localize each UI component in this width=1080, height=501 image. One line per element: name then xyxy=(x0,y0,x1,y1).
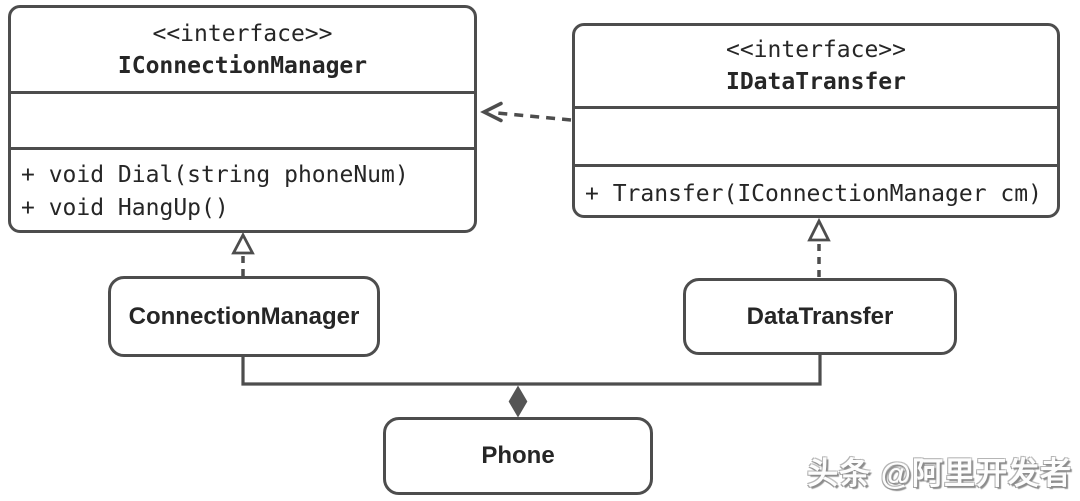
stereotype-label: <<interface>> xyxy=(152,20,333,47)
composition-line xyxy=(241,354,822,386)
class-box-connectionmanager: ConnectionManager xyxy=(108,276,380,357)
method-label: + void Dial(string phoneNum) xyxy=(21,162,409,188)
realization-arrow-datatransfer xyxy=(807,217,831,278)
method-label: + Transfer(IConnectionManager cm) xyxy=(585,181,1042,207)
composition-link xyxy=(241,354,822,418)
class-name: DataTransfer xyxy=(746,302,894,330)
methods-compartment: + void Dial(string phoneNum) + void Hang… xyxy=(11,147,474,230)
method-label: + void HangUp() xyxy=(21,195,229,221)
watermark-text: 头条 @阿里开发者 xyxy=(807,456,1072,491)
dependency-arrow xyxy=(480,101,572,123)
interface-name: IConnectionManager xyxy=(117,52,368,79)
hollow-triangle-icon xyxy=(231,232,255,255)
realization-arrow-connectionmanager xyxy=(231,232,255,276)
interface-box-idatatransfer: <<interface>> IDataTransfer + Transfer(I… xyxy=(572,23,1060,218)
open-arrowhead-icon xyxy=(480,101,503,123)
class-box-phone: Phone xyxy=(383,417,653,495)
dependency-dashed-line xyxy=(491,110,572,122)
hollow-triangle-icon xyxy=(807,217,831,242)
fields-compartment xyxy=(575,106,1057,164)
methods-compartment: + Transfer(IConnectionManager cm) xyxy=(575,164,1057,215)
filled-diamond-icon xyxy=(508,385,528,418)
interface-header: <<interface>> IDataTransfer xyxy=(575,26,1057,106)
class-name: Phone xyxy=(481,442,555,469)
fields-compartment xyxy=(11,91,474,147)
class-box-datatransfer: DataTransfer xyxy=(683,278,957,355)
interface-name: IDataTransfer xyxy=(725,69,906,95)
interface-box-iconnectionmanager: <<interface>> IConnectionManager + void … xyxy=(8,5,477,233)
interface-header: <<interface>> IConnectionManager xyxy=(11,8,474,91)
stereotype-label: <<interface>> xyxy=(725,37,906,63)
class-name: ConnectionManager xyxy=(128,302,360,330)
